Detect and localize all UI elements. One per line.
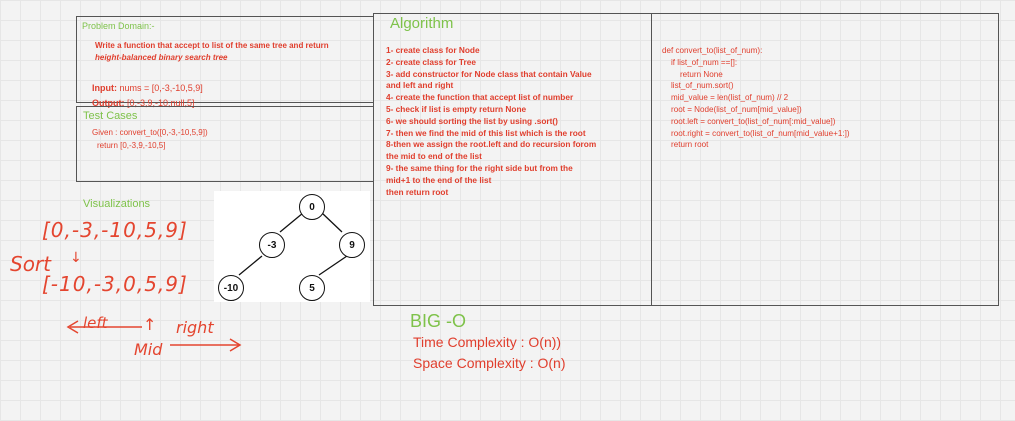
- input-line: Input: nums = [0,-3,-10,5,9]: [82, 72, 203, 104]
- tree-node-left-left: -10: [218, 275, 244, 301]
- handwritten-left: left: [83, 314, 108, 332]
- tree-edges: [238, 212, 348, 276]
- code-line: root = Node(list_of_num[mid_value]): [662, 105, 802, 114]
- code-line: if list_of_num ==[]:: [662, 57, 738, 67]
- output-line: Output: [0,-3,9,-10,null,5]: [82, 87, 195, 119]
- tree-node-right-left: 5: [299, 275, 325, 301]
- algorithm-step: and left and right: [386, 80, 454, 91]
- visualizations-heading: Visualizations: [83, 198, 151, 210]
- tree-node-left: -3: [259, 232, 285, 258]
- code-box[interactable]: [651, 13, 999, 306]
- algorithm-step: mid+1 to the end of the list: [386, 174, 492, 185]
- input-label: Input:: [92, 82, 118, 93]
- algorithm-step: 6- we should sorting the list by using .…: [386, 115, 558, 126]
- output-label: Output:: [92, 97, 125, 108]
- code-line: def convert_to(list_of_num):: [662, 46, 763, 55]
- handwritten-sort: Sort: [10, 252, 51, 276]
- code-line: root.right = convert_to(list_of_num[mid_…: [662, 128, 850, 138]
- handwritten-right-arrow: [170, 338, 242, 352]
- handwritten-original-list: [0,-3,-10,5,9]: [42, 218, 188, 242]
- algorithm-step: 7- then we find the mid of this list whi…: [386, 127, 586, 138]
- code-line: root.left = convert_to(list_of_num[:mid_…: [662, 116, 836, 126]
- big-o-heading: BIG -O: [410, 311, 467, 331]
- algorithm-step: then return root: [386, 186, 449, 197]
- code-line: mid_value = len(list_of_num) // 2: [662, 93, 789, 103]
- input-value: nums = [0,-3,-10,5,9]: [117, 82, 203, 93]
- handwritten-mid: Mid: [134, 340, 163, 359]
- algorithm-step: 1- create class for Node: [386, 45, 480, 55]
- handwritten-mid-arrow: ↑: [143, 315, 157, 334]
- algorithm-step: 2- create class for Tree: [386, 56, 476, 67]
- handwritten-left-arrow: [66, 320, 142, 334]
- test-case-given: Given : convert_to([0,-3,-10,5,9]): [92, 128, 208, 137]
- test-cases-heading: Test Cases: [83, 110, 138, 122]
- tree-node-right: 9: [339, 232, 365, 258]
- problem-description-line1: Write a function that accept to list of …: [95, 41, 329, 50]
- algorithm-step: 5- check if list is empty return None: [386, 104, 527, 114]
- handwritten-sorted-list: [-10,-3,0,5,9]: [42, 272, 188, 296]
- problem-domain-heading: Problem Domain:-: [82, 21, 155, 31]
- tree-node-root: 0: [299, 194, 325, 220]
- algorithm-step: 4- create the function that accept list …: [386, 92, 574, 103]
- time-complexity: Time Complexity : O(n)): [413, 334, 562, 350]
- code-line: list_of_num.sort(): [662, 81, 734, 91]
- algorithm-step: 3- add constructor for Node class that c…: [386, 68, 592, 79]
- algorithm-step: 9- the same thing for the right side but…: [386, 163, 573, 173]
- code-line: return root: [662, 140, 709, 150]
- problem-description-line2: height-balanced binary search tree: [95, 53, 228, 62]
- test-case-return: return [0,-3,9,-10,5]: [97, 141, 166, 150]
- binary-tree-diagram[interactable]: 0 -3 9 -10 5: [214, 191, 370, 302]
- algorithm-step: 8-then we assign the root.left and do re…: [386, 139, 597, 150]
- handwritten-down-arrow: ↓: [70, 250, 82, 266]
- algorithm-step: the mid to end of the list: [386, 151, 482, 162]
- algorithm-heading: Algorithm: [390, 15, 454, 32]
- handwritten-right: right: [176, 318, 214, 337]
- code-line: return None: [662, 69, 723, 79]
- space-complexity: Space Complexity : O(n): [413, 355, 566, 371]
- output-value: [0,-3,9,-10,null,5]: [124, 97, 195, 108]
